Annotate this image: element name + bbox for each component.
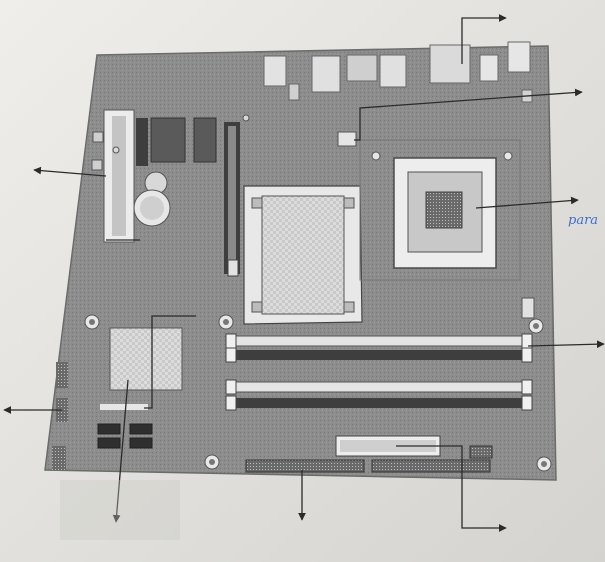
agp-slot	[224, 122, 240, 277]
cpu-socket	[359, 139, 521, 281]
motherboard	[44, 41, 557, 481]
cmos-battery	[133, 171, 171, 227]
southbridge-chip	[109, 327, 183, 391]
arrow-atx-power	[396, 445, 507, 532]
arrow-expansion-slot	[33, 166, 107, 177]
sata-connectors	[97, 404, 153, 449]
ide-connectors	[245, 445, 493, 473]
atx-power-connector	[335, 435, 441, 457]
northbridge-heatsink	[243, 185, 363, 325]
arrow-sata-guide	[144, 315, 196, 409]
arrow-ram	[527, 340, 605, 349]
handwritten-note: para	[568, 213, 598, 228]
arrow-rear-io	[461, 14, 507, 64]
rear-io-connectors	[263, 41, 533, 103]
expansion-slot-long	[103, 109, 135, 243]
arrow-cpu-socket	[475, 196, 579, 209]
arrow-cpu-power	[354, 88, 583, 141]
arrow-southbridge	[112, 379, 129, 523]
mounting-holes	[84, 114, 552, 472]
cpu-power-connector	[337, 131, 357, 147]
photo-shadow	[60, 480, 180, 540]
front-panel-headers	[52, 362, 68, 470]
pci-slots	[136, 117, 217, 166]
label-arrows	[3, 14, 605, 532]
ram-slots	[225, 333, 533, 411]
